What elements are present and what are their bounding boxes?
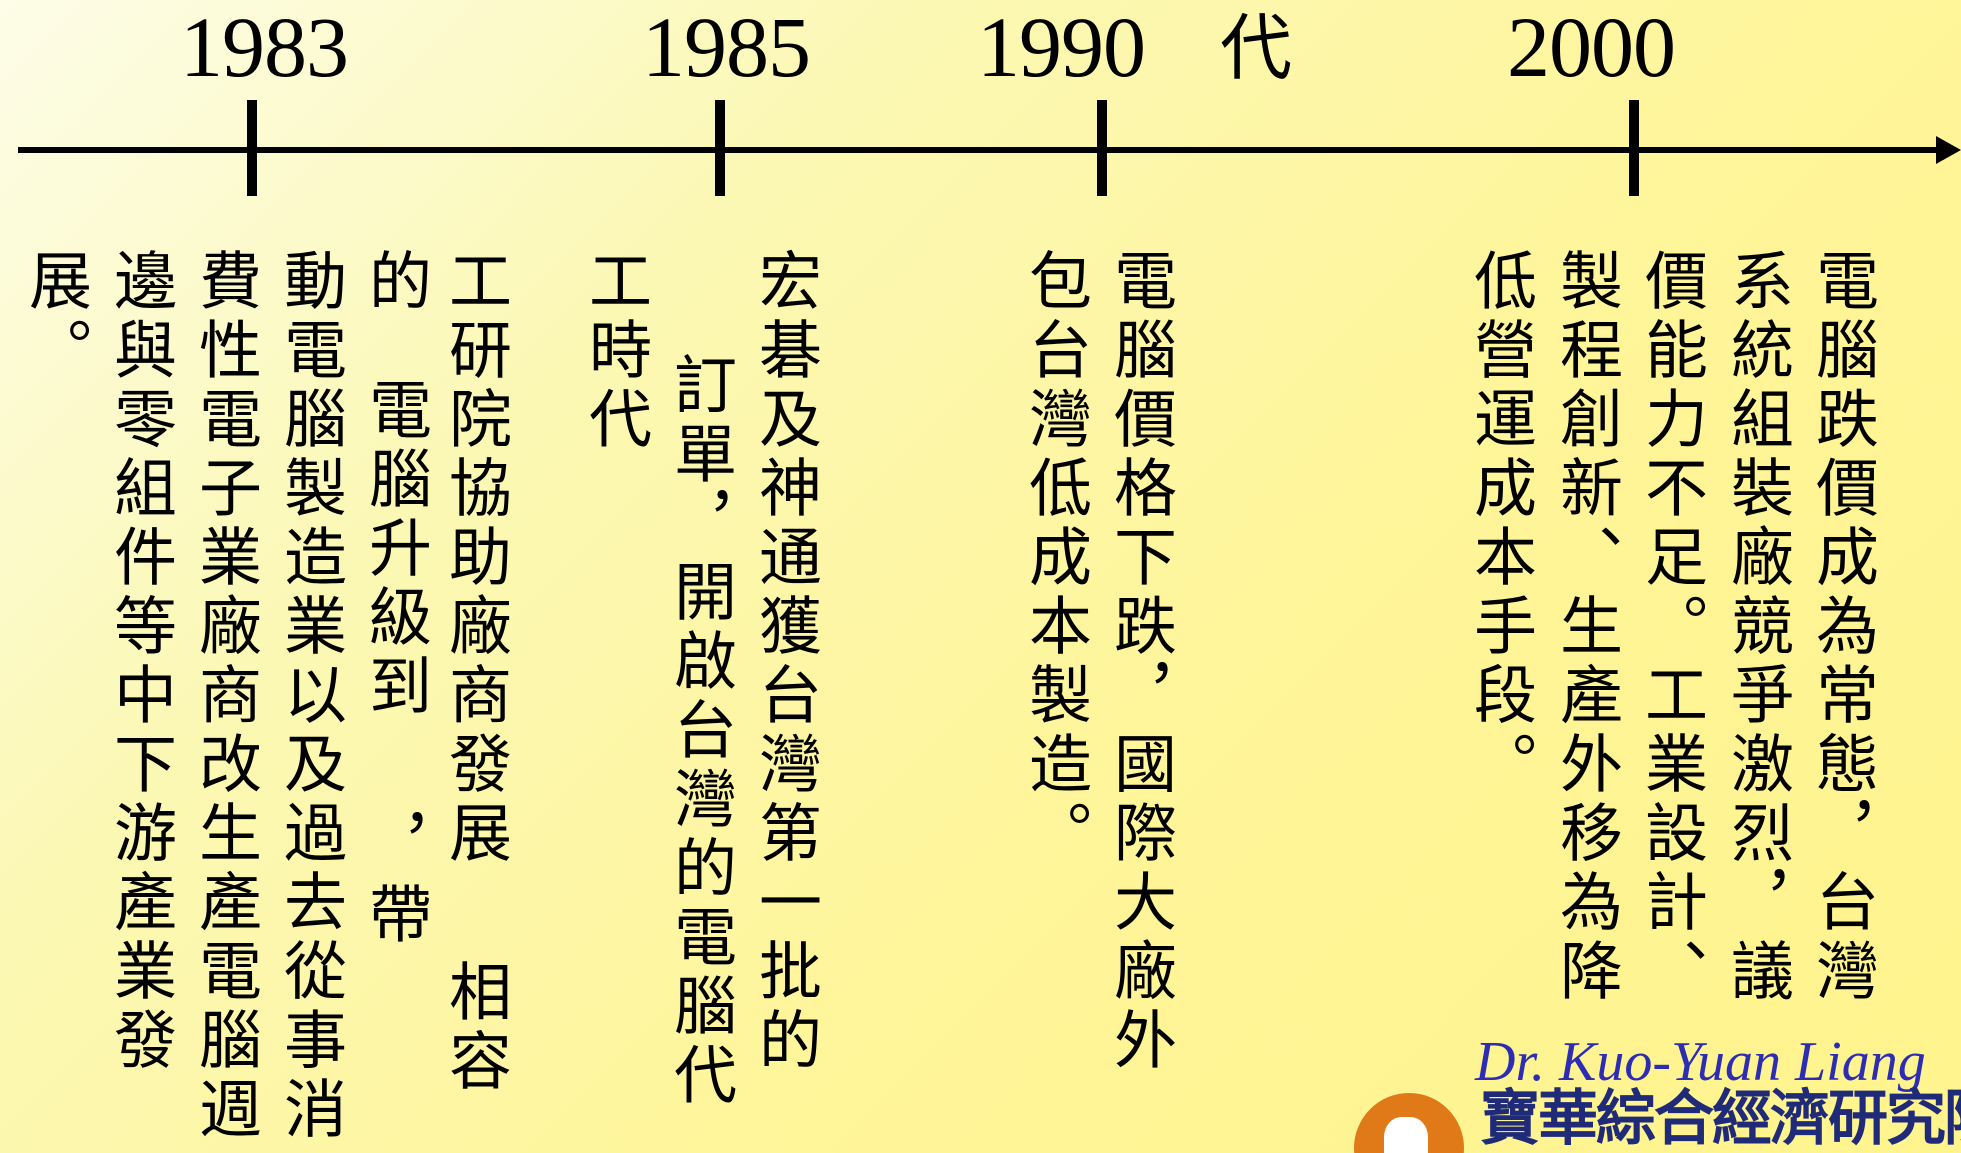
text-2000-line-5: 低營運成本手段。 — [1464, 248, 1537, 800]
year-label-1985: 1985 — [642, 0, 811, 95]
institute-logo-icon — [1354, 1093, 1464, 1153]
year-label-2000: 2000 — [1507, 0, 1676, 95]
text-2000-line-3: 價能力不足。工業設計、 — [1635, 248, 1708, 1007]
text-1983-line-2a: 的 — [359, 248, 432, 317]
text-1983-line-3: 動電腦製造業以及過去從事消 — [274, 248, 347, 1145]
text-1985-line-3: 工時代 — [579, 248, 652, 455]
author-name: Dr. Kuo-Yuan Liang — [1475, 1031, 1926, 1093]
text-1983-line-1a: 工研院協助廠商發展 — [439, 248, 512, 869]
text-1983-line-1b: 相容 — [439, 959, 512, 1097]
timeline-arrowhead — [1936, 136, 1961, 164]
text-1985-line-2: 訂單，開啟台灣的電腦代 — [664, 352, 737, 1111]
year-label-1983: 1983 — [180, 0, 349, 95]
text-1983-line-2: 的電腦升級到 ，帶 — [352, 248, 438, 950]
text-1990-line-2: 包台灣低成本製造。 — [1019, 248, 1092, 869]
text-1983-line-1: 工研院協助廠商發展相容 — [432, 248, 518, 1097]
text-1983-line-2b: 電腦升級到 — [359, 377, 432, 722]
decade-char: 代 — [1220, 6, 1293, 90]
text-1983-line-4: 費性電子業廠商改生產電腦週 — [189, 248, 262, 1145]
text-1985-line-1: 宏碁及神通獲台灣第一批的 — [749, 248, 822, 1076]
text-2000-line-1: 電腦跌價成為常態，台灣 — [1806, 248, 1879, 1007]
institute-logo: 寶華綜合經濟研究院 — [1350, 1085, 1961, 1153]
text-1983-line-5: 邊與零組件等中下游產業發 — [104, 248, 177, 1076]
text-1990-line-1: 電腦價格下跌，國際大廠外 — [1104, 248, 1177, 1076]
text-1983-line-2c: ，帶 — [359, 812, 432, 950]
text-1983-line-6: 展。 — [19, 248, 92, 386]
text-2000-line-2: 系統組裝廠競爭激烈，議 — [1721, 248, 1794, 1007]
text-2000-line-4: 製程創新、生產外移為降 — [1550, 248, 1623, 1007]
institute-name: 寶華綜合經濟研究院 — [1480, 1085, 1961, 1153]
timeline-axis — [18, 100, 1961, 196]
year-label-1990: 1990 — [977, 0, 1146, 95]
